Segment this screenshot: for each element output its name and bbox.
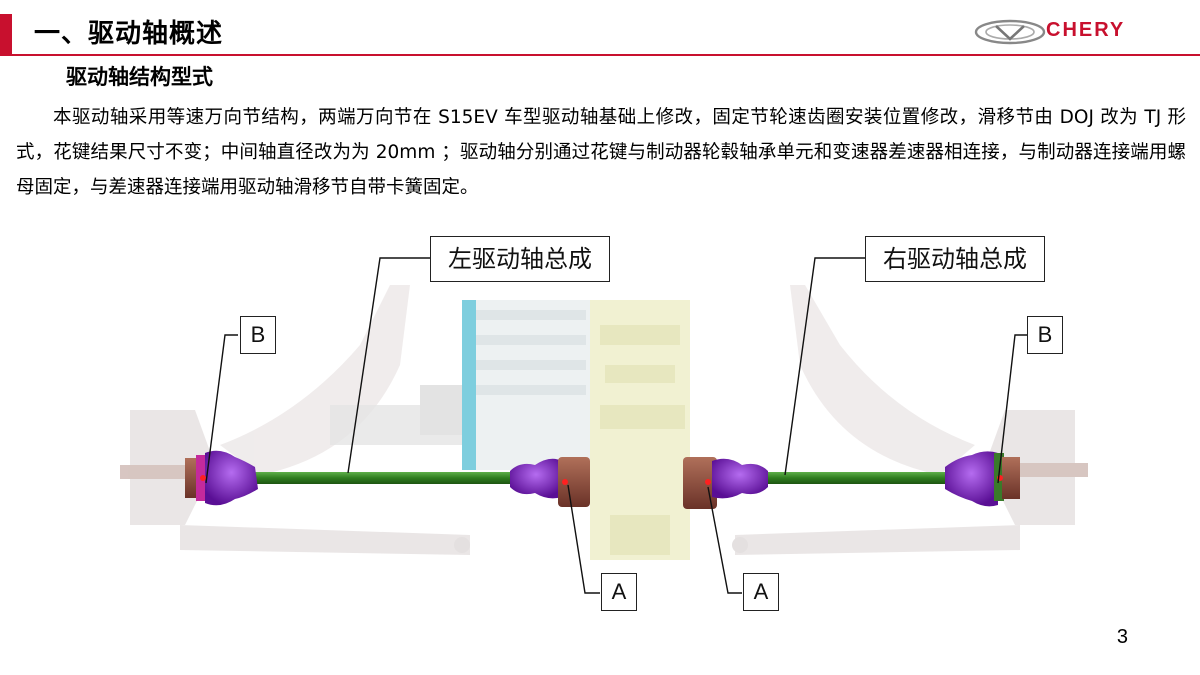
brand-wordmark: CHERY	[1046, 19, 1126, 41]
chery-logo	[974, 19, 1046, 45]
left-inner-joint	[510, 457, 590, 507]
callout-b-left: B	[240, 316, 276, 354]
powertrain-background	[330, 300, 690, 560]
callout-a-right: A	[743, 573, 779, 611]
header-divider	[0, 54, 1200, 56]
chery-emblem-icon	[974, 19, 1046, 45]
right-inner-joint	[683, 457, 768, 509]
left-outer-joint	[185, 450, 258, 506]
right-assembly-label: 右驱动轴总成	[865, 236, 1045, 282]
page-number: 3	[1116, 626, 1128, 648]
callout-b-right: B	[1027, 316, 1063, 354]
title-accent-bar	[0, 14, 12, 54]
left-shaft-bar	[250, 472, 520, 484]
leader-lines	[205, 257, 1028, 594]
right-shaft-bar	[765, 472, 955, 484]
section-subtitle: 驱动轴结构型式	[66, 65, 213, 89]
drive-shaft-diagram	[120, 257, 1088, 594]
left-assembly-label: 左驱动轴总成	[430, 236, 610, 282]
page-title: 一、驱动轴概述	[34, 19, 224, 49]
section-paragraph: 本驱动轴采用等速万向节结构，两端万向节在 S15EV 车型驱动轴基础上修改，固定…	[16, 107, 1186, 198]
callout-a-left: A	[601, 573, 637, 611]
